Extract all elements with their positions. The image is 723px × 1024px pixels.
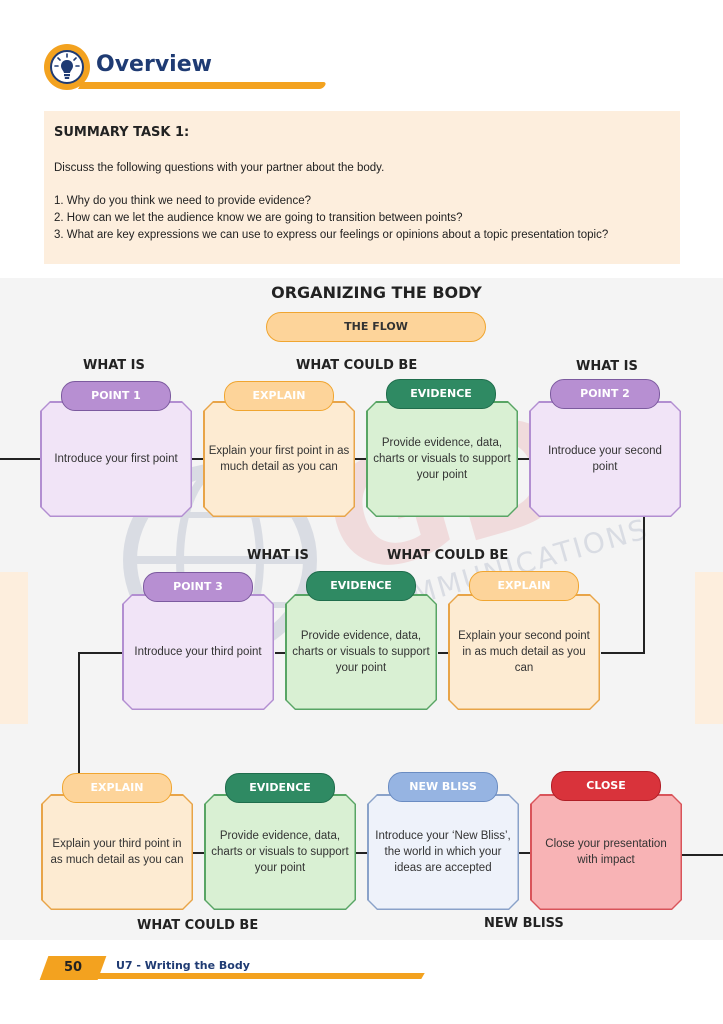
pill-evidence-1: EVIDENCE	[386, 379, 496, 409]
flow-subtitle-pill: THE FLOW	[266, 312, 486, 342]
heading-row2-left: WHAT IS	[247, 548, 309, 563]
summary-question-1: 1. Why do you think we need to provide e…	[54, 195, 311, 207]
card-point-2: Introduce your second point	[529, 401, 681, 517]
card-close: Close your presentation with impact	[530, 794, 682, 910]
card-new-bliss: Introduce your ‘New Bliss’, the world in…	[367, 794, 519, 910]
pill-explain-3: EXPLAIN	[62, 773, 172, 803]
heading-row3-right: NEW BLISS	[484, 916, 564, 931]
pill-point-2: POINT 2	[550, 379, 660, 409]
pill-point-3: POINT 3	[143, 572, 253, 602]
summary-title: SUMMARY TASK 1:	[54, 125, 190, 140]
summary-intro: Discuss the following questions with you…	[54, 162, 385, 174]
heading-row1-left: WHAT IS	[83, 358, 145, 373]
card-evidence-3: Provide evidence, data, charts or visual…	[204, 794, 356, 910]
page-title: Overview	[96, 52, 212, 77]
summary-question-3: 3. What are key expressions we can use t…	[54, 229, 609, 241]
card-evidence-1: Provide evidence, data, charts or visual…	[366, 401, 518, 517]
pill-point-1: POINT 1	[61, 381, 171, 411]
flow-title: ORGANIZING THE BODY	[271, 283, 482, 302]
card-explain-1: Explain your first point in as much deta…	[203, 401, 355, 517]
left-side-tab	[0, 572, 28, 724]
heading-row2-middle: WHAT COULD BE	[387, 548, 509, 563]
summary-question-2: 2. How can we let the audience know we a…	[54, 212, 463, 224]
overview-lightbulb-icon	[44, 44, 90, 90]
right-side-tab	[695, 572, 723, 724]
heading-row1-right: WHAT IS	[576, 359, 638, 374]
heading-row1-middle: WHAT COULD BE	[296, 358, 418, 373]
summary-task-box: SUMMARY TASK 1: Discuss the following qu…	[44, 111, 680, 264]
card-explain-2: Explain your second point in as much det…	[448, 594, 600, 710]
footer-underline	[96, 973, 425, 979]
heading-row3-left: WHAT COULD BE	[137, 918, 259, 933]
pill-evidence-3: EVIDENCE	[225, 773, 335, 803]
card-evidence-2: Provide evidence, data, charts or visual…	[285, 594, 437, 710]
pill-new-bliss: NEW BLISS	[388, 772, 498, 802]
card-point-1: Introduce your first point	[40, 401, 192, 517]
card-point-3: Introduce your third point	[122, 594, 274, 710]
page-number: 50	[63, 960, 83, 975]
pill-explain-1: EXPLAIN	[224, 381, 334, 411]
pill-evidence-2: EVIDENCE	[306, 571, 416, 601]
card-explain-3: Explain your third point in as much deta…	[41, 794, 193, 910]
unit-label: U7 - Writing the Body	[116, 959, 250, 972]
pill-explain-2: EXPLAIN	[469, 571, 579, 601]
pill-close: CLOSE	[551, 771, 661, 801]
